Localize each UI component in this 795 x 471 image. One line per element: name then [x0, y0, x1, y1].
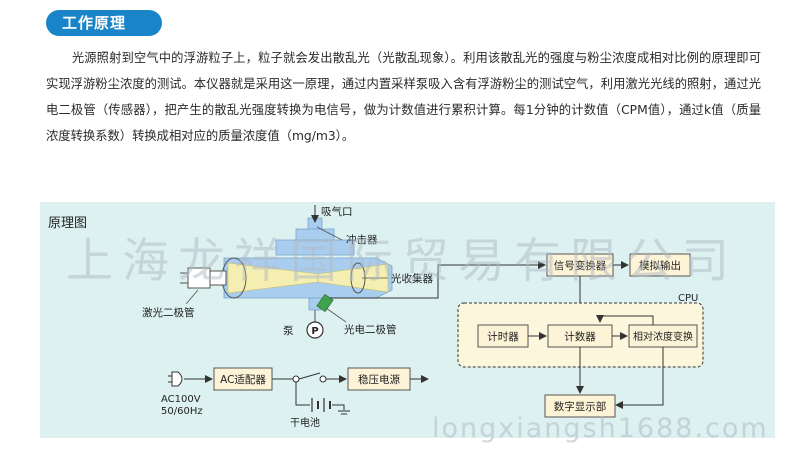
battery-icon [311, 398, 331, 412]
counter-block: 计数器 [547, 324, 613, 348]
laser-diode-label: 激光二极管 [142, 306, 195, 319]
ac-input-label: AC100V [161, 394, 201, 405]
collector-label: 光收集器 [391, 272, 433, 285]
svg-text:模拟输出: 模拟输出 [639, 259, 681, 272]
svg-text:数字显示部: 数字显示部 [554, 400, 607, 413]
timer-block: 计时器 [477, 324, 529, 348]
company-watermark: 上海龙祥国际贸易有限公司 [66, 234, 738, 289]
ac-adapter-block: AC适配器 [213, 367, 273, 391]
svg-text:相对浓度变换: 相对浓度变换 [633, 330, 693, 343]
switch-contact [292, 375, 300, 383]
switch-contact [319, 375, 327, 383]
cpu-label: CPU [678, 293, 698, 304]
battery-label: 干电池 [290, 416, 320, 429]
signal-converter-block: 信号变换器 [546, 253, 614, 277]
diagram-title: 原理图 [48, 216, 88, 231]
pump-label: 泵 [283, 325, 294, 337]
section-title: 工作原理 [62, 14, 127, 32]
signal-path [330, 261, 546, 299]
inlet-label: 吸气口 [321, 205, 353, 218]
photodiode-label: 光电二极管 [344, 323, 397, 336]
svg-text:计数器: 计数器 [564, 330, 596, 343]
impactor-label: 冲击器 [346, 233, 378, 246]
regulator-block: 稳压电源 [347, 367, 411, 391]
laser-diode-icon [180, 267, 227, 289]
photodiode-icon [316, 293, 334, 313]
ac-frequency-label: 50/60Hz [161, 406, 203, 417]
ac-plug-icon [168, 371, 183, 387]
switch-lever [298, 372, 321, 380]
digital-display-block: 数字显示部 [544, 394, 616, 418]
concentration-converter-block: 相对浓度变换 [628, 324, 698, 348]
svg-text:稳压电源: 稳压电源 [358, 373, 400, 386]
intro-paragraph: 光源照射到空气中的浮游粒子上，粒子就会发出散乱光（光散乱现象）。利用该散乱光的强… [46, 51, 761, 143]
pump-symbol: P [311, 326, 318, 337]
svg-text:计时器: 计时器 [487, 330, 519, 343]
pump-icon [306, 321, 324, 339]
site-watermark: longxiangsh1688.com [432, 413, 769, 444]
svg-text:信号变换器: 信号变换器 [554, 259, 607, 272]
section-header-bar [46, 10, 162, 36]
scattered-light-cone [317, 263, 389, 293]
svg-text:AC适配器: AC适配器 [220, 374, 266, 386]
analog-output-block: 模拟输出 [629, 253, 691, 277]
